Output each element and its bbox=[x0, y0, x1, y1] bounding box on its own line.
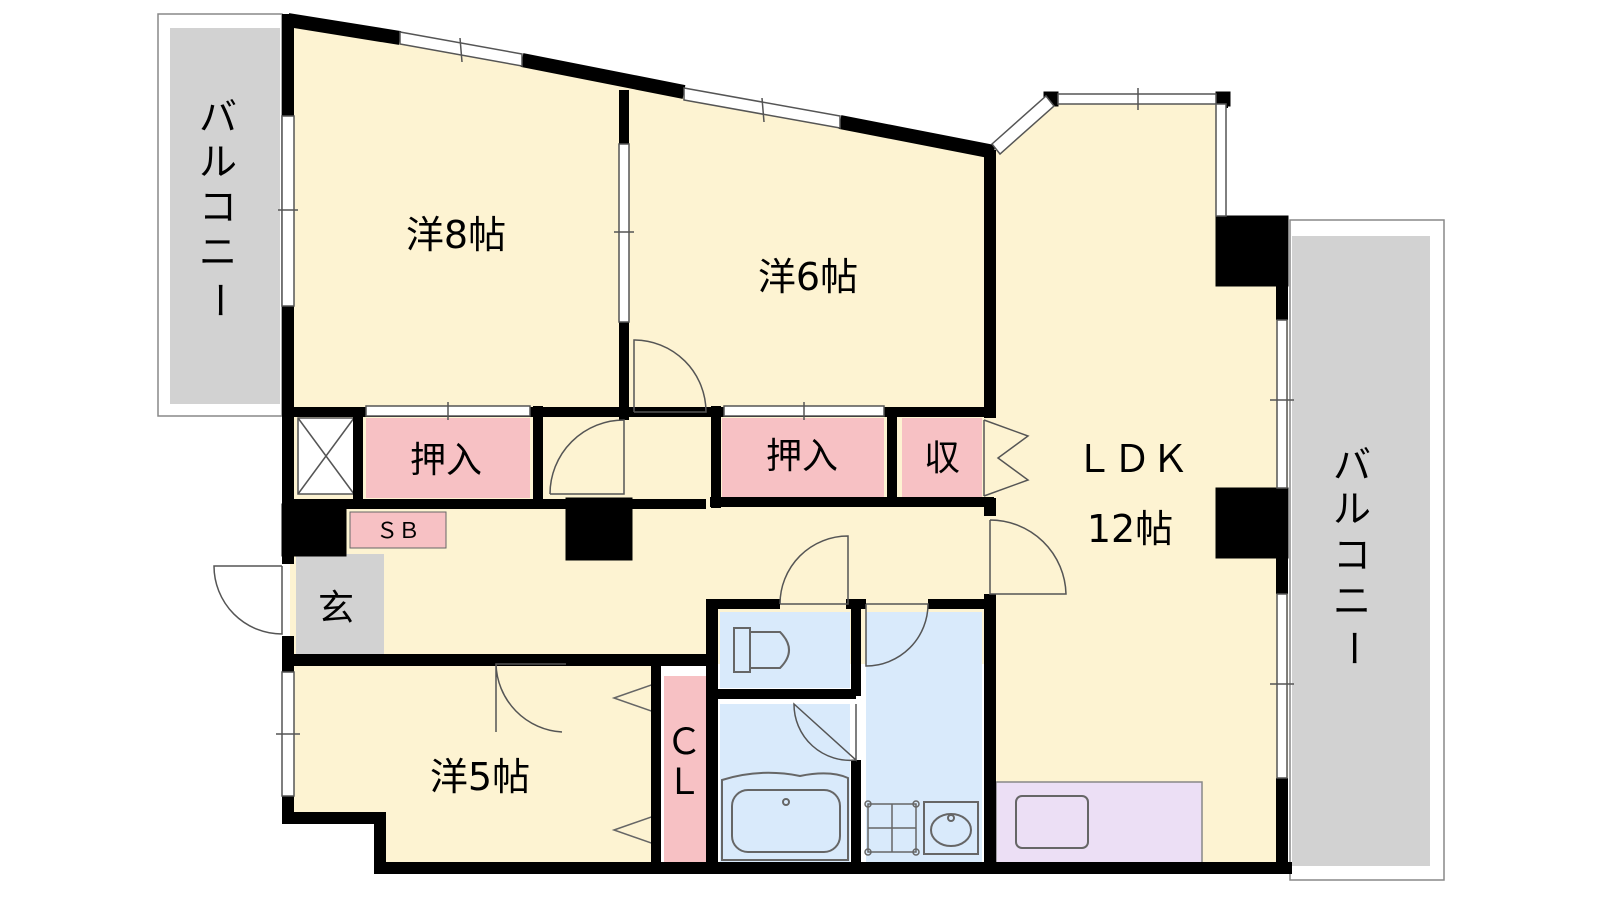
balcony-left-label: バ ル コ ニ ー bbox=[197, 95, 241, 319]
toilet-floor bbox=[720, 612, 850, 688]
toilet-icon bbox=[733, 627, 790, 673]
svg-text:ニ: ニ bbox=[199, 230, 237, 274]
kitchen-counter bbox=[995, 781, 1203, 865]
svg-text:バ: バ bbox=[199, 95, 237, 139]
entrance-floor bbox=[296, 554, 384, 660]
closet-2-floor bbox=[722, 418, 884, 498]
room-label-western-6: 洋6帖 bbox=[758, 255, 858, 299]
shoe-box-floor bbox=[349, 511, 447, 549]
windows bbox=[276, 31, 1294, 797]
svg-text:ー: ー bbox=[1331, 629, 1375, 667]
room-label-western-5: 洋5帖 bbox=[430, 755, 530, 799]
washbasin-icon bbox=[923, 801, 979, 855]
room-label-closet-1: 押入 bbox=[410, 440, 482, 481]
svg-text:ニ: ニ bbox=[1333, 579, 1371, 623]
svg-text:バ: バ bbox=[1333, 443, 1371, 487]
room-label-entrance: 玄 bbox=[318, 588, 354, 629]
room-label-shoe-box: ＳＢ bbox=[376, 519, 420, 544]
balcony-left bbox=[157, 13, 283, 417]
sink-icon bbox=[1015, 795, 1089, 849]
storage-floor bbox=[902, 418, 982, 498]
washer-pan-icon bbox=[864, 800, 920, 856]
room-label-cl-l: Ｌ bbox=[666, 762, 702, 803]
room-label-cl-c: Ｃ bbox=[666, 722, 702, 763]
doors bbox=[213, 339, 1067, 762]
room-label-western-8: 洋8帖 bbox=[406, 213, 506, 257]
svg-text:コ: コ bbox=[1333, 533, 1371, 577]
svg-text:ー: ー bbox=[197, 281, 241, 319]
svg-text:ル: ル bbox=[199, 140, 237, 184]
svg-text:コ: コ bbox=[199, 185, 237, 229]
cl-floor bbox=[664, 676, 706, 862]
bathtub-icon bbox=[721, 771, 849, 861]
room-label-storage: 収 bbox=[924, 438, 960, 479]
balcony-right-label: バ ル コ ニ ー bbox=[1331, 443, 1375, 667]
bath-floor bbox=[720, 704, 850, 864]
room-label-ldk-size: 12帖 bbox=[1087, 507, 1173, 551]
room-label-closet-2: 押入 bbox=[766, 436, 838, 477]
closet-1-floor bbox=[366, 418, 530, 498]
room-label-ldk: ＬＤＫ bbox=[1075, 437, 1189, 481]
svg-text:ル: ル bbox=[1333, 487, 1371, 531]
balcony-right bbox=[1289, 219, 1445, 881]
